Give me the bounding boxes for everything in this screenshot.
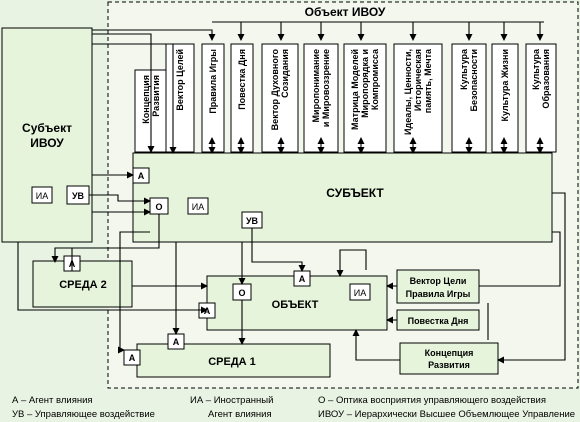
ia-badge-left <box>31 186 53 204</box>
ia-badge-subject <box>187 197 209 215</box>
a-badge-env1-left-label: А <box>129 353 136 363</box>
column-2-label-1: Вектор Целей <box>175 49 185 111</box>
ia-badge-left-label: ИА <box>36 191 48 201</box>
concept-box <box>399 342 499 375</box>
column-panel-8 <box>393 43 443 153</box>
env1-label: СРЕДА 1 <box>208 356 256 368</box>
concept-label-2: Развития <box>428 360 470 370</box>
object-label: ОБЪЕКТ <box>272 299 319 311</box>
agenda-label: Повестка Дня <box>408 316 469 326</box>
subject-ivou-box <box>1 27 93 243</box>
column-6-label-2: и Мировоззрение <box>321 49 331 127</box>
vector-rules-label-2: Правила Игры <box>406 289 471 299</box>
o-badge-object-label: О <box>238 288 245 298</box>
column-panel-7 <box>343 43 387 153</box>
legend: А – Агент влияния УВ – Управляющее возде… <box>12 395 575 420</box>
ia-badge-object <box>349 283 371 301</box>
ia-badge-subject-label: ИА <box>192 202 204 212</box>
subject-label: СУБЪЕКТ <box>326 186 384 200</box>
column-10-label-1: Культура Жизни <box>500 49 510 121</box>
env2-box <box>32 260 133 308</box>
column-4-label-1: Повестка Дня <box>237 49 247 110</box>
a-badge-env1-top-label: А <box>173 337 180 347</box>
env2-label: СРЕДА 2 <box>59 279 107 291</box>
column-panel-2 <box>165 43 195 153</box>
column-5-label-1: Вектор Духовного <box>270 49 280 131</box>
column-8-label-3: память, Мечта <box>423 48 433 113</box>
column-11-label-2: Образования <box>541 49 551 109</box>
ia-badge-object-label: ИА <box>354 288 366 298</box>
column-1-label-2: Развития <box>151 75 161 117</box>
concept-label-1: Концепция <box>425 348 474 358</box>
subject-ivou-label-2: ИВОУ <box>30 136 64 150</box>
a-badge-object-top-label: А <box>299 274 306 284</box>
legend-a: А – Агент влияния <box>12 395 93 406</box>
column-11-label-1: Культура <box>531 48 541 90</box>
column-panel-6 <box>303 43 339 153</box>
legend-ivou: ИВОУ – Иерархически Высшее Объемлющее Уп… <box>318 409 575 420</box>
legend-ia-2: Агент влияния <box>208 409 272 420</box>
legend-ia-1: ИА – Иностранный <box>190 395 273 406</box>
column-7-label-1: Матрица Моделей <box>350 49 360 130</box>
column-1-label-1: Концепция <box>141 75 151 124</box>
column-8-label-1: Идеалы, Ценности, <box>403 49 413 135</box>
legend-o: О – Оптика восприятия управляющего возде… <box>318 395 546 406</box>
vector-rules-box <box>396 269 480 304</box>
column-9-label-2: Безопасности <box>469 49 479 111</box>
vector-rules-label-1: Вектор Цели <box>410 276 467 286</box>
connectors <box>17 21 566 364</box>
column-9-label-1: Культура <box>459 48 469 90</box>
uv-badge-subject-label: УВ <box>246 216 259 226</box>
column-8-label-2: Историческая <box>413 49 423 111</box>
column-7-label-2: Миропорядка и <box>360 49 370 118</box>
column-3-label-1: Правила Игры <box>208 49 218 114</box>
column-6-label-1: Миропонимание <box>311 49 321 122</box>
subject-ivou-label-1: Субъект <box>22 121 72 135</box>
column-panel-11 <box>525 43 557 153</box>
object-ivou-title: Объект ИВОУ <box>305 5 386 19</box>
column-panel-10 <box>491 43 519 153</box>
o-badge-subject-label: О <box>155 202 162 212</box>
legend-uv: УВ – Управляющее воздействие <box>12 409 155 420</box>
a-badge-env1-left <box>123 349 141 366</box>
column-5-label-2: Созидания <box>280 49 290 98</box>
uv-badge-left-label: УВ <box>72 191 85 201</box>
column-panel-9 <box>451 43 487 153</box>
a-badge-object-left-label: А <box>204 306 211 316</box>
column-7-label-3: Компромисса <box>370 48 380 110</box>
a-badge-subject-label: А <box>138 171 145 181</box>
